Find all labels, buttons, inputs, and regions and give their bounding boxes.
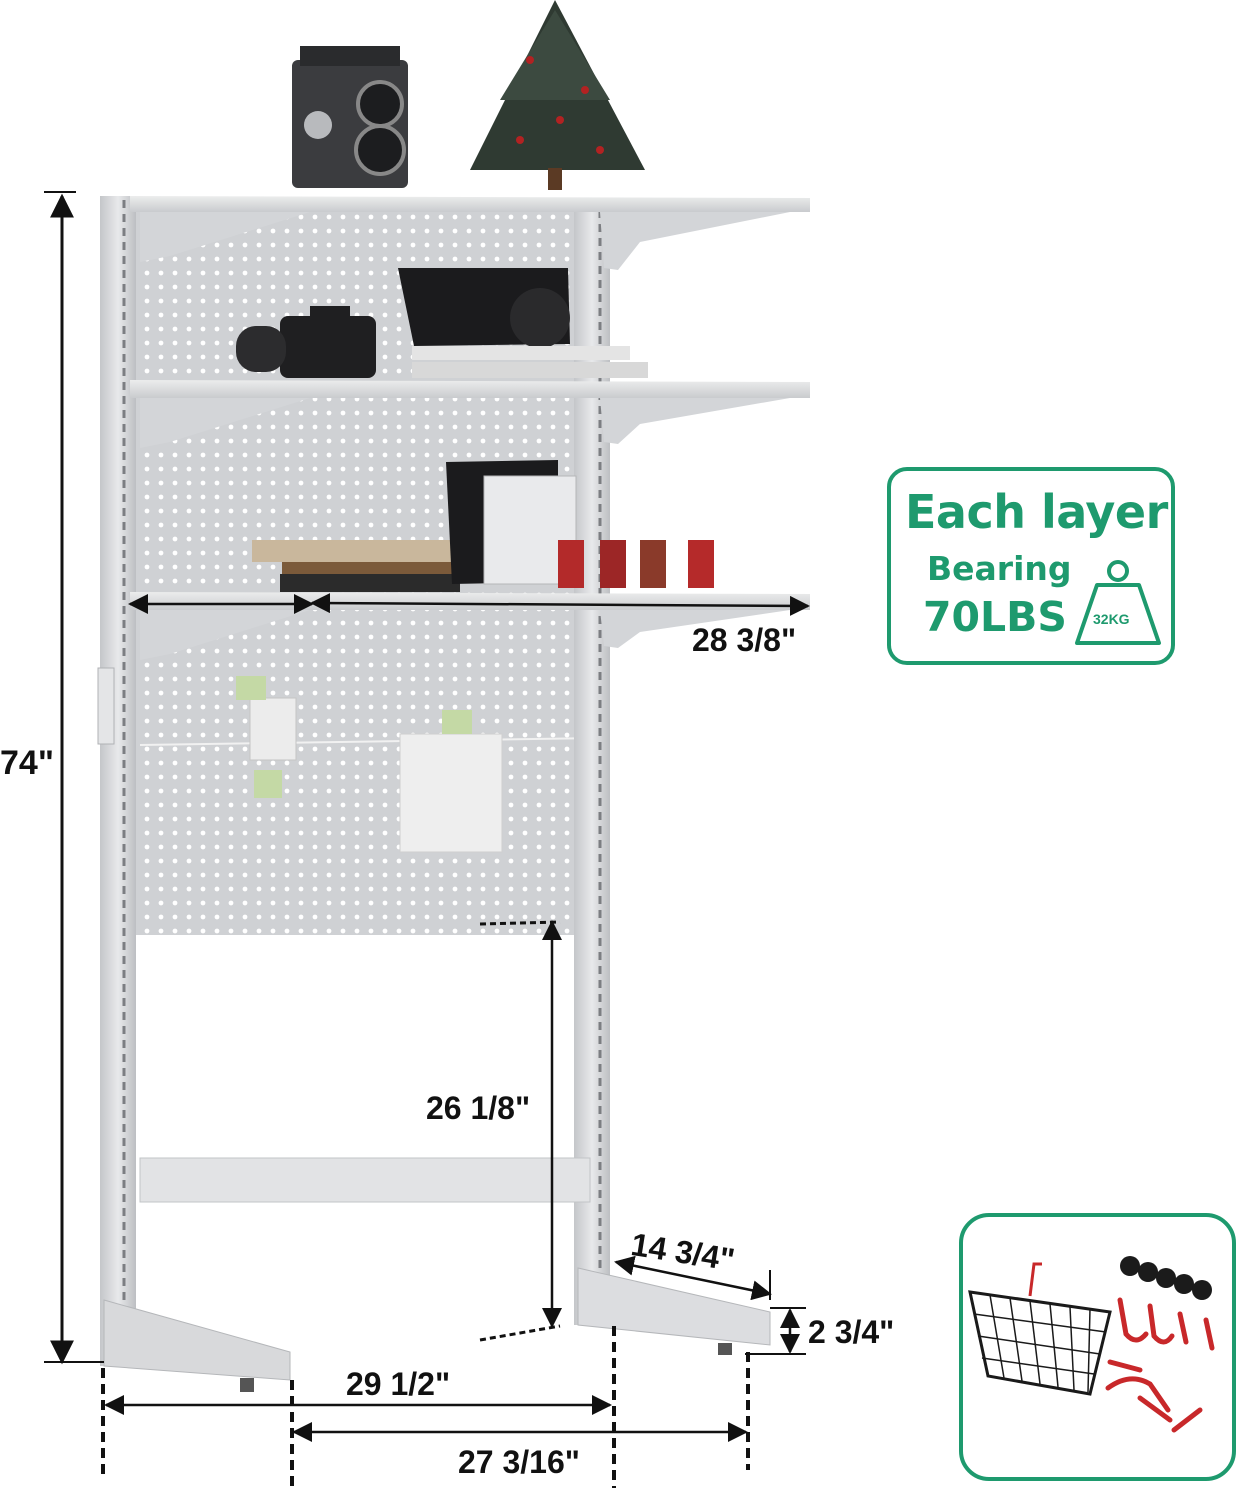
shelf-middle bbox=[130, 380, 810, 448]
left-foot bbox=[103, 1299, 291, 1381]
cross-bar bbox=[139, 1157, 591, 1203]
books-icon bbox=[446, 460, 577, 585]
dslr-camera-icon bbox=[236, 306, 376, 378]
vintage-camera-icon bbox=[292, 46, 408, 188]
clearance-height-label: 26 1/8" bbox=[426, 1090, 531, 1126]
outer-width-label: 29 1/2" bbox=[346, 1366, 451, 1402]
weight-label: 32KG bbox=[1093, 611, 1130, 627]
shelf-top bbox=[130, 196, 810, 270]
pinned-notes-icon bbox=[236, 676, 503, 853]
right-post bbox=[574, 205, 610, 1325]
accessories-box bbox=[959, 1213, 1236, 1481]
shelf-depth-label: 11 13/16" bbox=[146, 560, 284, 596]
badge-subtitle: Bearing bbox=[927, 549, 1072, 588]
right-foot bbox=[577, 1267, 771, 1346]
shelf-width-label: 28 3/8" bbox=[692, 622, 797, 658]
foot-height-label: 2 3/4" bbox=[808, 1314, 895, 1350]
load-capacity-badge: Each layer Bearing 70LBS 32KG bbox=[887, 467, 1175, 665]
weight-icon bbox=[1075, 560, 1161, 645]
vinyl-records-icon bbox=[398, 268, 648, 378]
foot-depth-label: 14 3/4" bbox=[628, 1226, 738, 1278]
total-height-label: 74" bbox=[0, 744, 54, 782]
christmas-tree-icon bbox=[470, 0, 645, 190]
badge-value: 70LBS bbox=[923, 593, 1067, 641]
inner-width-label: 27 3/16" bbox=[458, 1444, 580, 1480]
figurines-icon bbox=[558, 540, 714, 588]
badge-title: Each layer bbox=[905, 485, 1168, 539]
left-post bbox=[100, 196, 136, 1366]
